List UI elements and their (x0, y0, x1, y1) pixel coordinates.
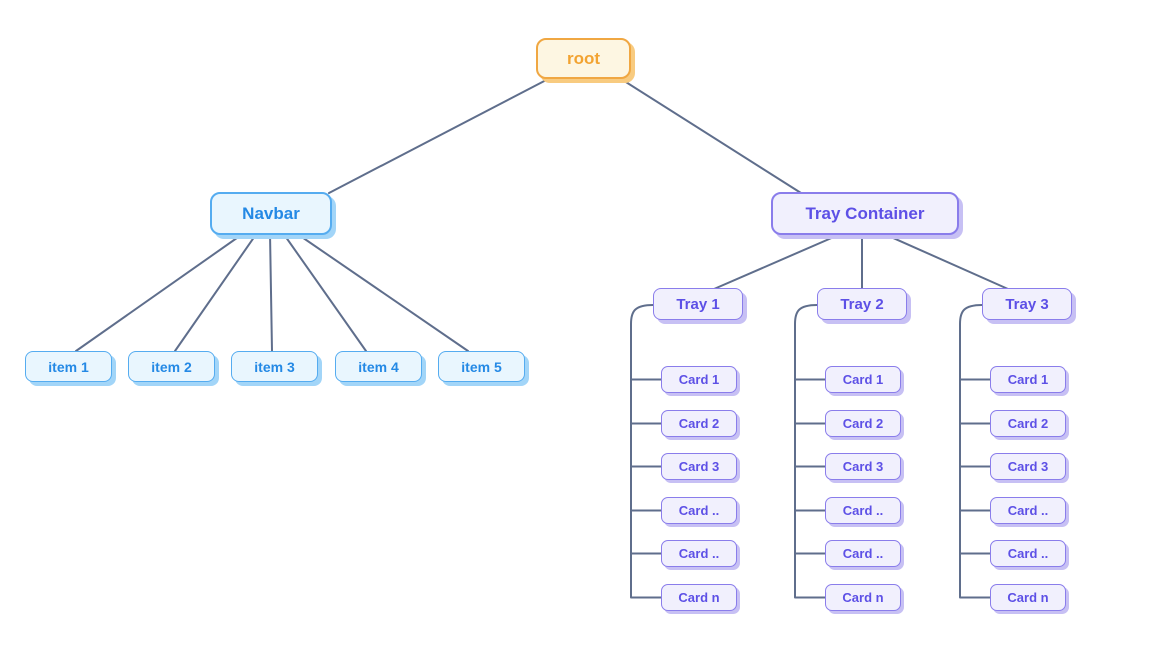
node-card: Card .. (825, 497, 901, 524)
node-card: Card 3 (990, 453, 1066, 480)
node-card: Card n (661, 584, 737, 611)
node-label: Tray Container (805, 204, 925, 223)
node-label: Card n (678, 590, 720, 605)
node-card: Card n (825, 584, 901, 611)
node-label: Card 1 (678, 372, 720, 387)
edge-tray-cards-bracket (794, 304, 826, 599)
node-label: Card .. (678, 503, 720, 518)
edge-navbar-item (282, 232, 367, 352)
node-label: Card 3 (678, 459, 720, 474)
edge-container-tray (881, 232, 1009, 290)
node-label: Card .. (1007, 503, 1049, 518)
node-label: item 2 (151, 358, 192, 375)
edge-navbar-item (295, 232, 469, 352)
node-card: Card n (990, 584, 1066, 611)
node-label: item 4 (358, 358, 399, 375)
node-card: Card 3 (825, 453, 901, 480)
edge-navbar-item (75, 232, 245, 352)
node-label: Card .. (842, 503, 884, 518)
edge-tray-cards-bracket (630, 304, 662, 599)
node-label: Tray 1 (676, 295, 720, 313)
node-label: Card 1 (842, 372, 884, 387)
edge-navbar-item (269, 232, 273, 352)
node-card: Card 1 (990, 366, 1066, 393)
node-card: Card 2 (661, 410, 737, 437)
node-label: Card 2 (678, 416, 720, 431)
edge-tray-cards-bracket (959, 304, 991, 599)
node-navbar-item: item 3 (231, 351, 318, 382)
node-card: Card 3 (661, 453, 737, 480)
node-navbar-item: item 5 (438, 351, 525, 382)
edge-root-tray-container (617, 76, 802, 194)
node-label: Card n (1007, 590, 1049, 605)
edge-container-tray (713, 232, 844, 290)
node-card: Card .. (990, 497, 1066, 524)
node-label: Card .. (842, 546, 884, 561)
node-label: Card 1 (1007, 372, 1049, 387)
node-label: item 1 (48, 358, 89, 375)
node-label: Card 3 (842, 459, 884, 474)
node-label: Card 3 (1007, 459, 1049, 474)
node-card: Card .. (661, 497, 737, 524)
node-label: Card 2 (1007, 416, 1049, 431)
node-label: Card .. (1007, 546, 1049, 561)
node-card: Card .. (990, 540, 1066, 567)
node-label: Card n (842, 590, 884, 605)
node-card: Card .. (661, 540, 737, 567)
node-card: Card 2 (825, 410, 901, 437)
edge-root-navbar (328, 76, 553, 194)
node-tray: Tray 1 (653, 288, 743, 320)
node-label: item 3 (254, 358, 295, 375)
node-tray: Tray 2 (817, 288, 907, 320)
node-label: root (566, 49, 601, 68)
node-label: Card .. (678, 546, 720, 561)
node-tray-container: Tray Container (771, 192, 959, 235)
node-label: Navbar (242, 204, 300, 223)
node-root: root (536, 38, 631, 79)
node-navbar-item: item 2 (128, 351, 215, 382)
node-navbar-item: item 1 (25, 351, 112, 382)
node-card: Card 1 (661, 366, 737, 393)
node-label: Tray 2 (840, 295, 884, 313)
node-tray: Tray 3 (982, 288, 1072, 320)
node-label: Tray 3 (1005, 295, 1049, 313)
node-label: Card 2 (842, 416, 884, 431)
node-card: Card .. (825, 540, 901, 567)
edge-navbar-item (174, 232, 258, 352)
node-card: Card 2 (990, 410, 1066, 437)
node-navbar-item: item 4 (335, 351, 422, 382)
node-navbar: Navbar (210, 192, 332, 235)
node-label: item 5 (461, 358, 502, 375)
node-card: Card 1 (825, 366, 901, 393)
